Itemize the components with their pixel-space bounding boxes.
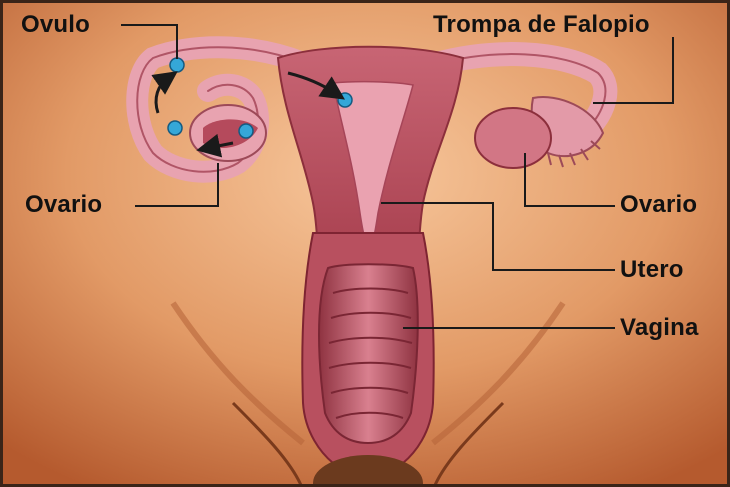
right-ovary [475,108,551,168]
label-ovario-left: Ovario [25,191,102,219]
ovum-dot [239,124,253,138]
ovum-dot [170,58,184,72]
reproductive-system-illustration [3,3,730,487]
label-vagina: Vagina [620,314,699,342]
label-utero: Utero [620,256,684,284]
label-trompa-de-falopio: Trompa de Falopio [433,11,650,39]
ovum-dot [168,121,182,135]
label-ovario-right: Ovario [620,191,697,219]
ovum-dot [338,93,352,107]
label-ovulo: Ovulo [21,11,90,39]
